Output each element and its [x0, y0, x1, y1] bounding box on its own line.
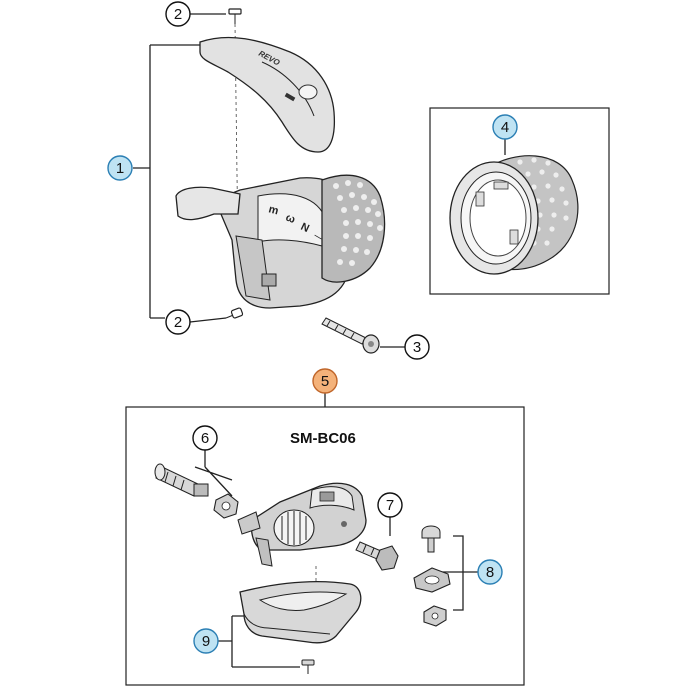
callout-2-bottom-circle [165, 309, 191, 335]
clamp-cover [239, 580, 362, 644]
callout-4-label: 4 [501, 119, 509, 136]
thumb-lever [175, 186, 241, 221]
leader-1 [133, 44, 205, 319]
callout-4: 4 [492, 114, 518, 140]
callout-8-label: 8 [486, 564, 494, 581]
callout-8-circle [477, 559, 503, 585]
model-label: SM-BC06 [290, 430, 356, 447]
callout-5-label: 5 [321, 373, 329, 390]
callout-1: 1 [107, 155, 133, 181]
clamp-bolt [321, 317, 380, 354]
sm-bc06-assembly: SM-BC06 [125, 393, 525, 686]
callout-2-top: 2 [165, 1, 191, 27]
callout-2-bottom-label: 2 [174, 314, 182, 331]
leader-2-bottom [189, 317, 227, 323]
callout-9-circle [193, 628, 219, 654]
leader-6 [194, 450, 233, 497]
callout-4-circle [492, 114, 518, 140]
callout-8: 8 [477, 559, 503, 585]
svg-text:ω: ω [284, 212, 297, 226]
callout-2-bottom: 2 [165, 309, 191, 335]
indicator-cover [199, 36, 336, 153]
callout-5: 5 [312, 368, 338, 394]
band-clamp [237, 482, 367, 567]
callout-6: 6 [192, 425, 218, 451]
callout-2-top-label: 2 [174, 6, 182, 23]
rubber-grip [321, 174, 386, 283]
callout-7-circle [377, 492, 403, 518]
callout-2-top-circle [165, 1, 191, 27]
callout-7-label: 7 [386, 497, 394, 514]
cover-screw [301, 659, 315, 674]
shifter-assembly: REVO m ω N ─ [133, 8, 405, 354]
callout-3-label: 3 [413, 339, 421, 356]
callout-1-circle [107, 155, 133, 181]
callout-9-label: 9 [202, 633, 210, 650]
grip-inset [429, 107, 610, 295]
adjuster-nut [213, 493, 239, 519]
top-screw [228, 8, 242, 24]
svg-text:m: m [267, 203, 280, 217]
callout-1-label: 1 [116, 160, 124, 177]
callout-3-circle [404, 334, 430, 360]
callout-6-label: 6 [201, 430, 209, 447]
callout-3: 3 [404, 334, 430, 360]
mount-hardware [413, 525, 451, 627]
adjuster-bolt [154, 463, 209, 497]
callout-6-circle [192, 425, 218, 451]
callout-7: 7 [377, 492, 403, 518]
callout-9: 9 [193, 628, 219, 654]
band-clamp-bolt [355, 541, 399, 571]
callout-5-circle [312, 368, 338, 394]
leader-9 [218, 615, 300, 668]
bottom-screw [225, 307, 244, 319]
